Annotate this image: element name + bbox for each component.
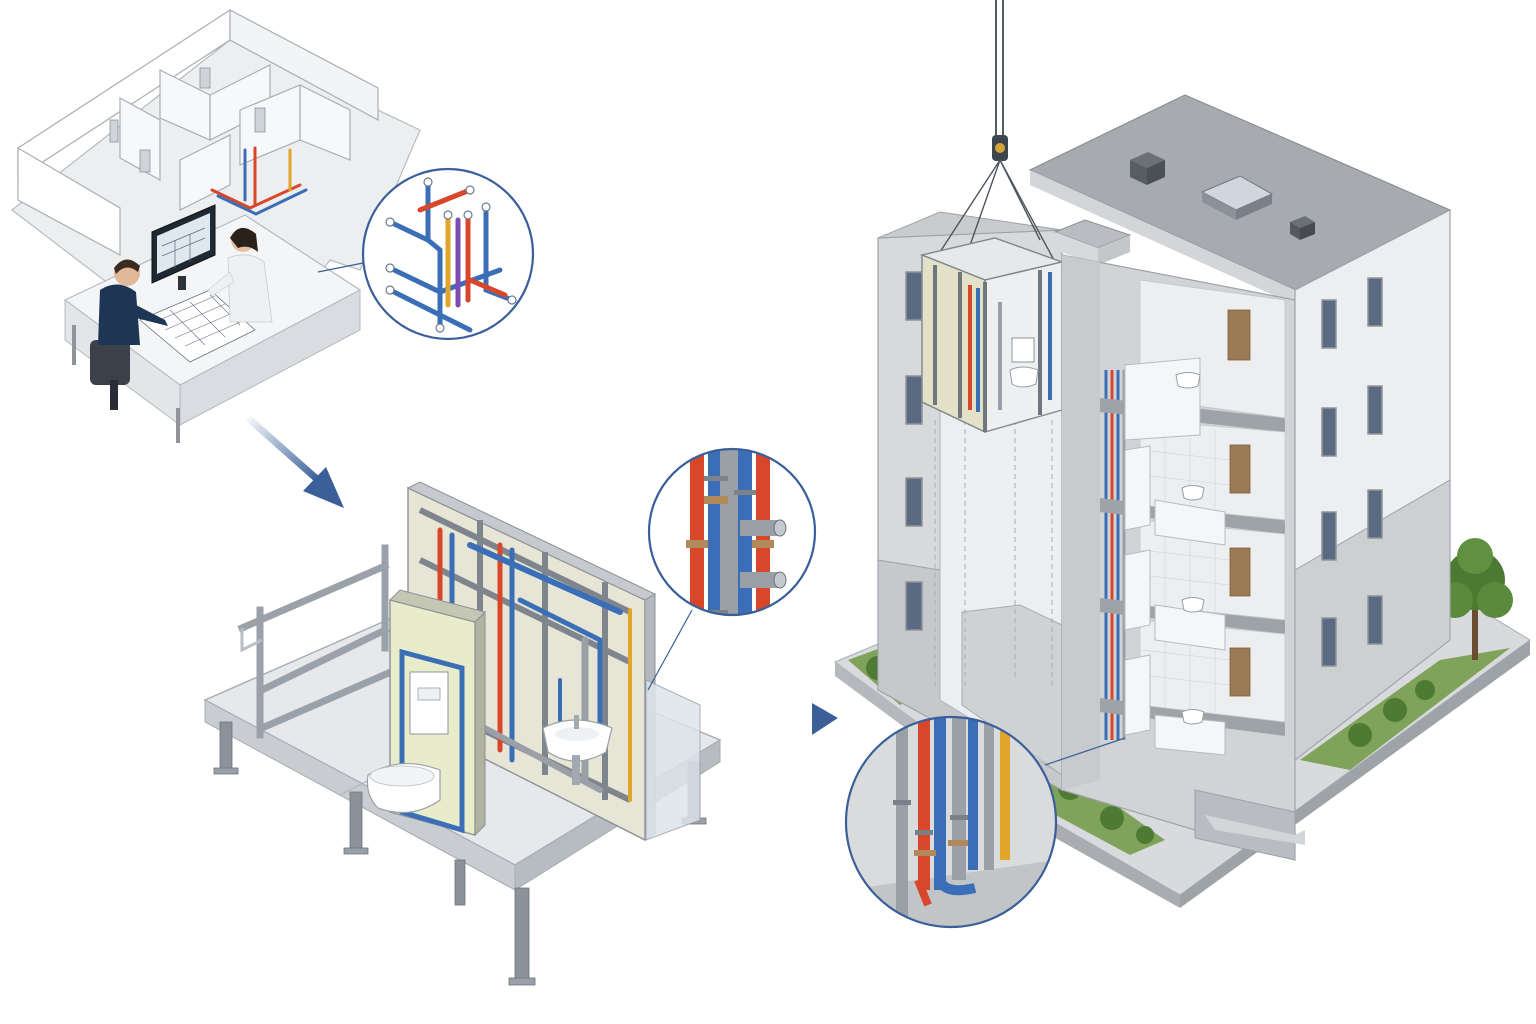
prefabrication-stage bbox=[203, 481, 722, 986]
flow-arrow-prefab-to-installation bbox=[735, 703, 838, 735]
roof-vent bbox=[1130, 152, 1165, 185]
design-stage bbox=[11, 8, 421, 443]
designer-woman bbox=[207, 227, 273, 323]
installation-stage bbox=[833, 0, 1531, 908]
pipe-connection-detail-callout bbox=[647, 447, 817, 617]
hanging-bathroom-pod bbox=[919, 237, 1065, 434]
pipe-routing-detail-callout bbox=[361, 167, 535, 341]
sink bbox=[542, 715, 613, 785]
wall-hung-toilet bbox=[366, 762, 441, 814]
flow-arrow-design-to-prefab bbox=[245, 415, 344, 508]
crane-hook bbox=[937, 0, 1056, 269]
roof-skylight bbox=[1200, 175, 1274, 220]
designer-man bbox=[90, 259, 168, 410]
